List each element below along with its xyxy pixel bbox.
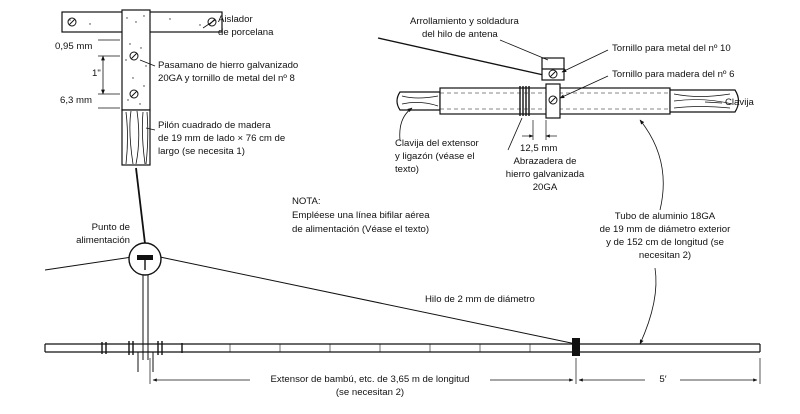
label-tornillo-metal: Tornillo para metal del nº 10 bbox=[612, 43, 731, 54]
label-arrollamiento-2: del hilo de antena bbox=[422, 29, 498, 40]
label-abrazadera-2: hierro galvanizada bbox=[505, 169, 585, 180]
galvanized-clamp bbox=[545, 83, 561, 119]
label-pilon-3: largo (se necesita 1) bbox=[158, 146, 245, 157]
label-clavija: Clavija bbox=[725, 97, 754, 108]
label-nota-1: NOTA: bbox=[292, 196, 321, 207]
label-extensor-2: (se necesitan 2) bbox=[335, 387, 405, 398]
label-nota-3: de alimentación (Véase el texto) bbox=[292, 224, 430, 235]
label-tubo-4: necesitan 2) bbox=[638, 250, 692, 261]
screw-icon bbox=[548, 69, 558, 105]
antenna-assembly bbox=[44, 242, 761, 384]
antenna-wire bbox=[377, 37, 549, 77]
label-tubo-1: Tubo de aluminio 18GA bbox=[614, 211, 716, 222]
dim-63: 6,3 mm bbox=[60, 95, 92, 106]
label-pilon-2: de 19 mm de lado × 76 cm de bbox=[158, 133, 286, 144]
label-pilon-1: Pilón cuadrado de madera bbox=[158, 120, 271, 131]
label-extensor-1: Extensor de bambú, etc. de 3,65 m de lon… bbox=[270, 374, 470, 385]
dowel-left bbox=[396, 91, 441, 111]
label-hilo: Hilo de 2 mm de diámetro bbox=[425, 294, 535, 305]
label-tornillo-madera: Tornillo para madera del nº 6 bbox=[612, 69, 735, 80]
label-pasamano-2: 20GA y tornillo de metal del nº 8 bbox=[158, 73, 295, 84]
wooden-pylon bbox=[121, 109, 151, 166]
label-pasamano-1: Pasamano de hierro galvanizado bbox=[158, 60, 299, 71]
label-clavija-extensor-3: texto) bbox=[395, 164, 419, 175]
label-tubo-2: de 19 mm de diámetro exterior bbox=[599, 224, 731, 235]
label-clavija-extensor-1: Clavija del extensor bbox=[395, 138, 479, 149]
dim-125: 12,5 mm bbox=[520, 143, 558, 154]
label-arrollamiento-1: Arrollamiento y soldadura bbox=[410, 16, 519, 27]
label-tubo-3: y de 152 cm de longitud (se bbox=[606, 237, 724, 248]
label-abrazadera-3: 20GA bbox=[532, 182, 558, 193]
label-punto-2: alimentación bbox=[76, 235, 130, 246]
label-punto-1: Punto de bbox=[91, 222, 130, 233]
t-bracket-detail bbox=[61, 9, 223, 166]
dim-5ft: 5′ bbox=[659, 374, 667, 385]
label-nota-2: Empléese una línea bifilar aérea bbox=[292, 210, 430, 221]
label-aislador-2: de porcelana bbox=[218, 27, 274, 38]
dim-095: 0,95 mm bbox=[55, 41, 93, 52]
dim-1in: 1" bbox=[92, 68, 101, 79]
clamp-detail bbox=[377, 37, 740, 151]
label-clavija-extensor-2: y ligazón (véase el bbox=[395, 151, 475, 162]
label-aislador-1: Aislador bbox=[218, 14, 253, 25]
label-abrazadera-1: Abrazadera de bbox=[513, 156, 577, 167]
